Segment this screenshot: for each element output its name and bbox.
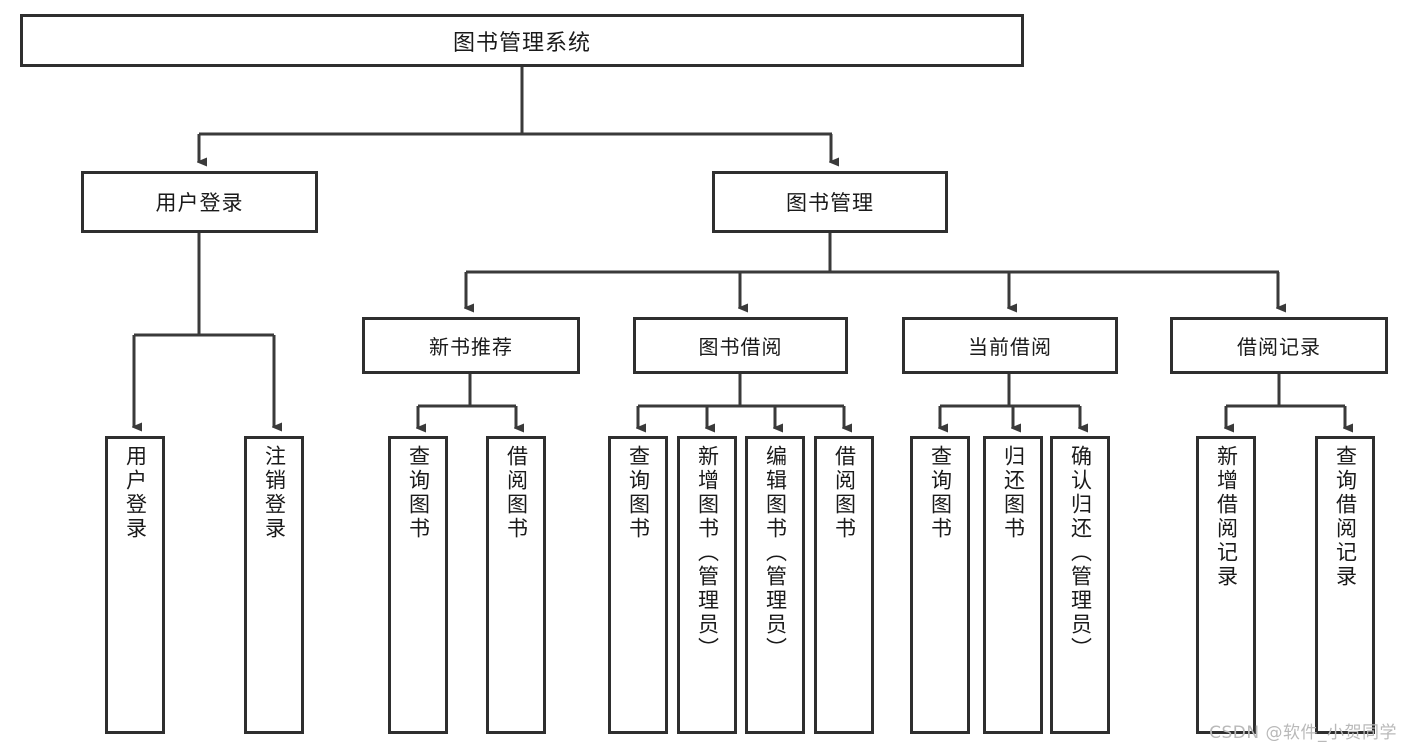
node-leaf-borrow-book-label: 借阅图书: [832, 445, 857, 541]
node-leaf-confirm-return-label: 确认归还（管理员）: [1068, 445, 1093, 661]
node-leaf-logout[interactable]: 注销登录: [244, 436, 304, 734]
node-leaf-query-book-rec[interactable]: 查询图书: [388, 436, 448, 734]
node-current-borrow-label: 当前借阅: [968, 335, 1052, 359]
node-leaf-query-book-cur[interactable]: 查询图书: [910, 436, 970, 734]
node-leaf-query-book-borrow-label: 查询图书: [626, 445, 651, 541]
node-leaf-query-book-cur-label: 查询图书: [928, 445, 953, 541]
node-borrow-record-label: 借阅记录: [1237, 335, 1321, 359]
node-leaf-borrow-book-rec[interactable]: 借阅图书: [486, 436, 546, 734]
node-leaf-confirm-return[interactable]: 确认归还（管理员）: [1050, 436, 1110, 734]
node-leaf-add-record[interactable]: 新增借阅记录: [1196, 436, 1256, 734]
node-leaf-edit-book[interactable]: 编辑图书（管理员）: [745, 436, 805, 734]
node-user-login[interactable]: 用户登录: [81, 171, 318, 233]
node-leaf-query-record-label: 查询借阅记录: [1333, 445, 1358, 589]
node-leaf-query-book-borrow[interactable]: 查询图书: [608, 436, 668, 734]
node-leaf-user-login[interactable]: 用户登录: [105, 436, 165, 734]
watermark-text: CSDN @软件_小贺同学: [1209, 723, 1397, 743]
node-new-book-rec[interactable]: 新书推荐: [362, 317, 580, 374]
node-new-book-rec-label: 新书推荐: [429, 335, 513, 359]
node-root[interactable]: 图书管理系统: [20, 14, 1024, 67]
node-leaf-add-record-label: 新增借阅记录: [1214, 445, 1239, 589]
node-leaf-user-login-label: 用户登录: [123, 445, 148, 541]
node-current-borrow[interactable]: 当前借阅: [902, 317, 1118, 374]
node-book-manage[interactable]: 图书管理: [712, 171, 948, 233]
node-book-borrow-label: 图书借阅: [698, 335, 783, 359]
node-leaf-query-book-rec-label: 查询图书: [406, 445, 431, 541]
node-leaf-borrow-book-rec-label: 借阅图书: [504, 445, 529, 541]
node-leaf-edit-book-label: 编辑图书（管理员）: [763, 445, 788, 661]
node-leaf-borrow-book[interactable]: 借阅图书: [814, 436, 874, 734]
node-leaf-return-book[interactable]: 归还图书: [983, 436, 1043, 734]
node-leaf-add-book[interactable]: 新增图书（管理员）: [677, 436, 737, 734]
node-leaf-logout-label: 注销登录: [262, 445, 287, 541]
node-borrow-record[interactable]: 借阅记录: [1170, 317, 1388, 374]
node-book-borrow[interactable]: 图书借阅: [633, 317, 848, 374]
node-leaf-query-record[interactable]: 查询借阅记录: [1315, 436, 1375, 734]
node-root-label: 图书管理系统: [452, 30, 591, 56]
node-user-login-label: 用户登录: [155, 191, 244, 215]
node-leaf-add-book-label: 新增图书（管理员）: [695, 445, 720, 661]
node-book-manage-label: 图书管理: [786, 191, 874, 215]
node-leaf-return-book-label: 归还图书: [1001, 445, 1026, 541]
